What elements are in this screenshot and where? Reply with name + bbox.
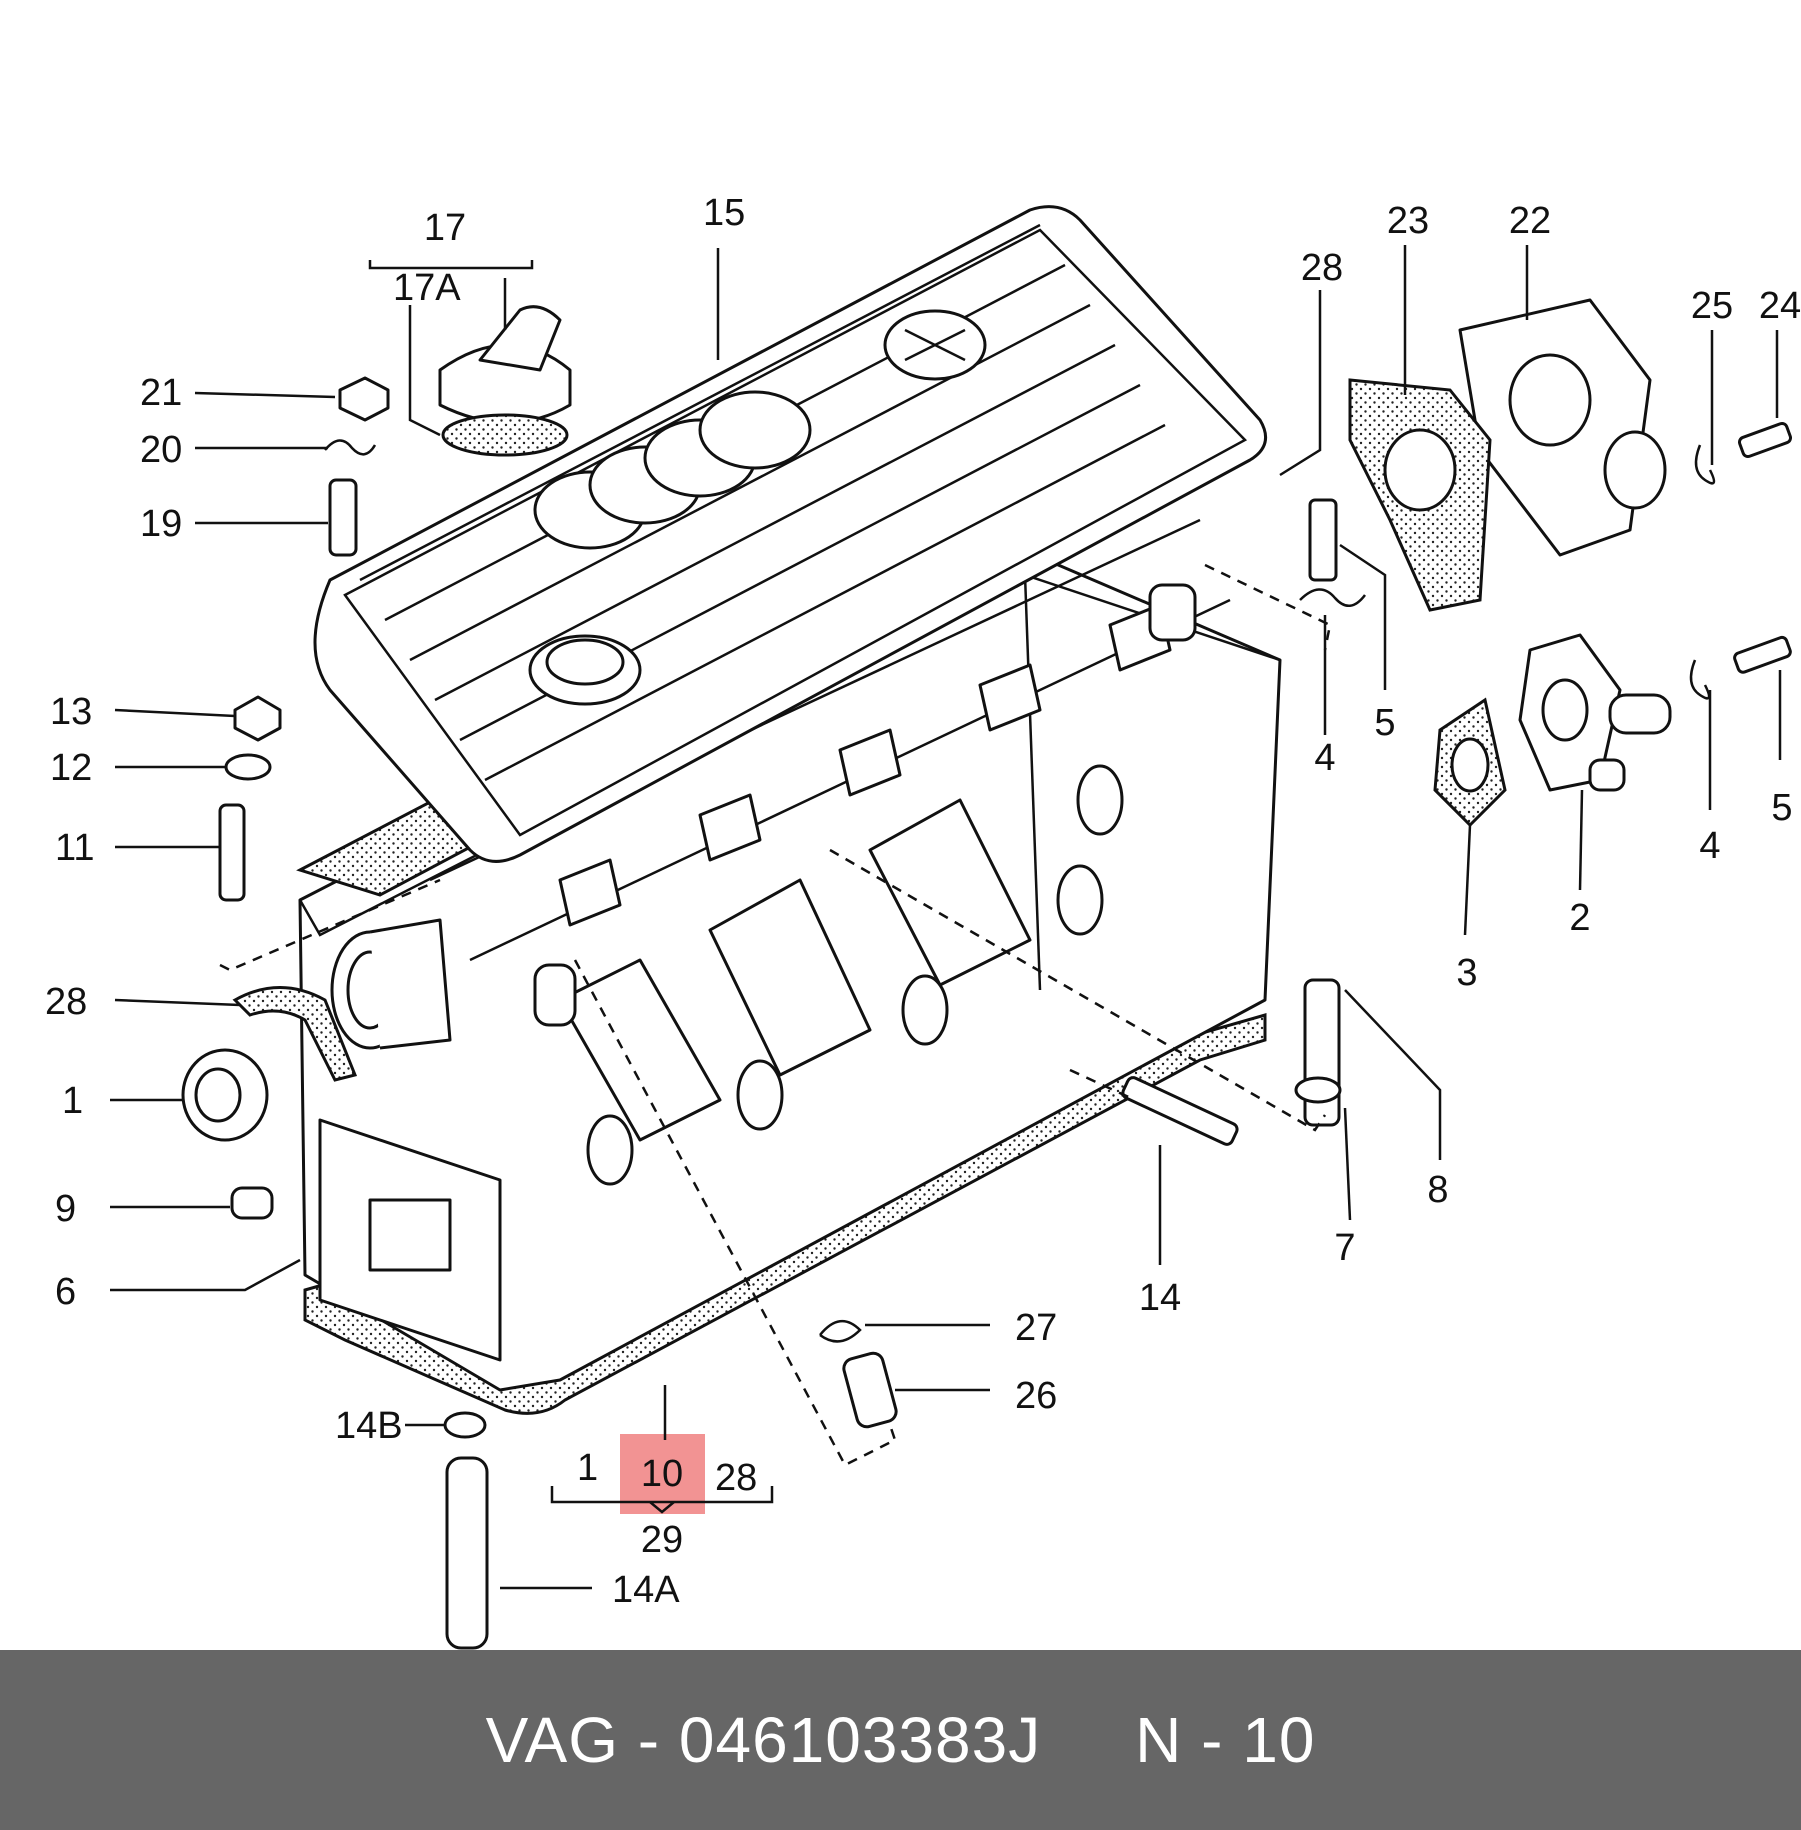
exploded-parts-diagram: 17 17A 15 21 20 19 13 12 11 28 1 9 6 14B…	[45, 192, 1801, 1650]
lock-washer-25	[1694, 444, 1716, 485]
callout-1-bottom: 1	[577, 1447, 598, 1489]
callout-4-mid: 4	[1314, 737, 1335, 779]
callout-14: 14	[1139, 1277, 1181, 1319]
dowel-sleeve-26	[842, 1351, 898, 1429]
callout-12: 12	[50, 747, 92, 789]
callout-9: 9	[55, 1188, 76, 1230]
highlight-box-part-10	[620, 1434, 705, 1514]
callout-4-right: 4	[1699, 825, 1720, 867]
washer-7	[1294, 1076, 1342, 1104]
dowel-9	[230, 1186, 274, 1220]
callout-22: 22	[1509, 200, 1551, 242]
callout-5-mid: 5	[1374, 702, 1395, 744]
callout-25: 25	[1691, 285, 1733, 327]
callout-8: 8	[1427, 1169, 1448, 1211]
callout-14A: 14A	[612, 1569, 680, 1611]
o-ring-14B	[443, 1411, 487, 1439]
callout-6: 6	[55, 1271, 76, 1313]
stud-19	[328, 478, 358, 557]
stud-11	[218, 803, 246, 902]
callout-15: 15	[703, 192, 745, 234]
ring-27	[819, 1320, 862, 1343]
stud-14	[1121, 1076, 1239, 1146]
seal-28-left	[232, 986, 358, 1082]
callout-21: 21	[140, 372, 182, 414]
callout-28-bottom: 28	[715, 1457, 757, 1499]
callout-28-left: 28	[45, 981, 87, 1023]
callout-13: 13	[50, 691, 92, 733]
bolt-5-right	[1733, 635, 1792, 674]
nut-21	[338, 376, 390, 422]
valve-guide-14A	[445, 1456, 489, 1650]
callout-7: 7	[1334, 1227, 1355, 1269]
lock-washer-20	[324, 439, 377, 456]
callout-26: 26	[1015, 1375, 1057, 1417]
callout-20: 20	[140, 429, 182, 471]
callout-11: 11	[55, 827, 94, 869]
callout-5-right: 5	[1771, 787, 1792, 829]
nut-13	[233, 695, 282, 742]
bolt-5-upper	[1308, 498, 1338, 582]
callout-24: 24	[1759, 285, 1801, 327]
callout-2: 2	[1569, 897, 1590, 939]
callout-19: 19	[140, 503, 182, 545]
callout-23: 23	[1387, 200, 1429, 242]
callout-27: 27	[1015, 1307, 1057, 1349]
callout-10: 10	[641, 1453, 683, 1495]
callout-1-left: 1	[62, 1080, 83, 1122]
callout-28-right: 28	[1301, 247, 1343, 289]
bolt-24	[1737, 421, 1793, 459]
lock-washer-4-upper	[1299, 588, 1366, 607]
part-number-footer: VAG - 046103383J N - 10	[0, 1650, 1801, 1830]
callout-17A: 17A	[393, 267, 461, 309]
callout-14B: 14B	[335, 1405, 403, 1447]
washer-12	[224, 753, 272, 781]
callout-17: 17	[424, 207, 466, 249]
lock-washer-4-right	[1689, 659, 1711, 700]
callout-29: 29	[641, 1519, 683, 1561]
callout-3: 3	[1456, 952, 1477, 994]
